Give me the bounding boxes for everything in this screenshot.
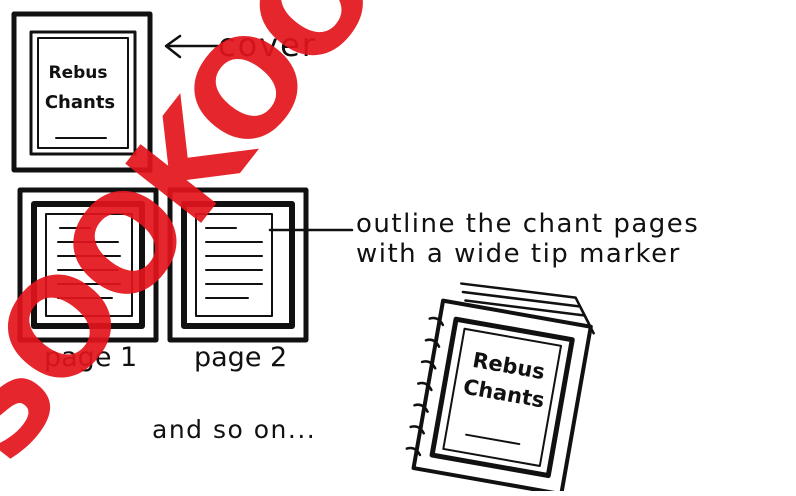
bound-book: Rebus Chants (404, 273, 600, 491)
page-2-label: page 2 (194, 342, 287, 373)
cover-title-line2: Chants (45, 92, 115, 113)
note-line1: outline the chant pages (356, 209, 699, 239)
cover-title-line1: Rebus (48, 63, 107, 83)
and-so-on-text: and so on... (152, 415, 316, 444)
note-line2: with a wide tip marker (356, 239, 681, 269)
